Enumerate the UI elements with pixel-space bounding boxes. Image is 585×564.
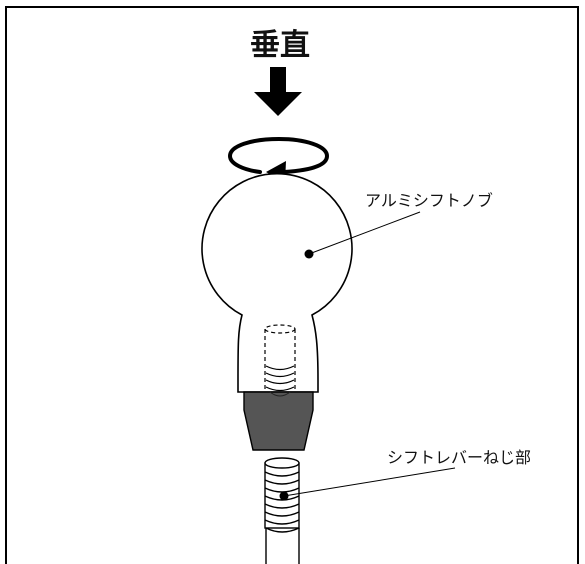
knob-leader bbox=[304, 211, 421, 259]
down-arrow-icon bbox=[254, 67, 302, 116]
thread-label: シフトレバーねじ部 bbox=[387, 448, 531, 467]
knob-collar bbox=[243, 391, 314, 451]
direction-label: 垂直 bbox=[250, 28, 310, 63]
thread-leader bbox=[279, 467, 456, 501]
frame-border bbox=[5, 6, 579, 564]
aluminium-shift-knob bbox=[201, 172, 353, 451]
shift-lever-thread bbox=[264, 457, 300, 564]
knob-label: アルミシフトノブ bbox=[365, 191, 493, 210]
